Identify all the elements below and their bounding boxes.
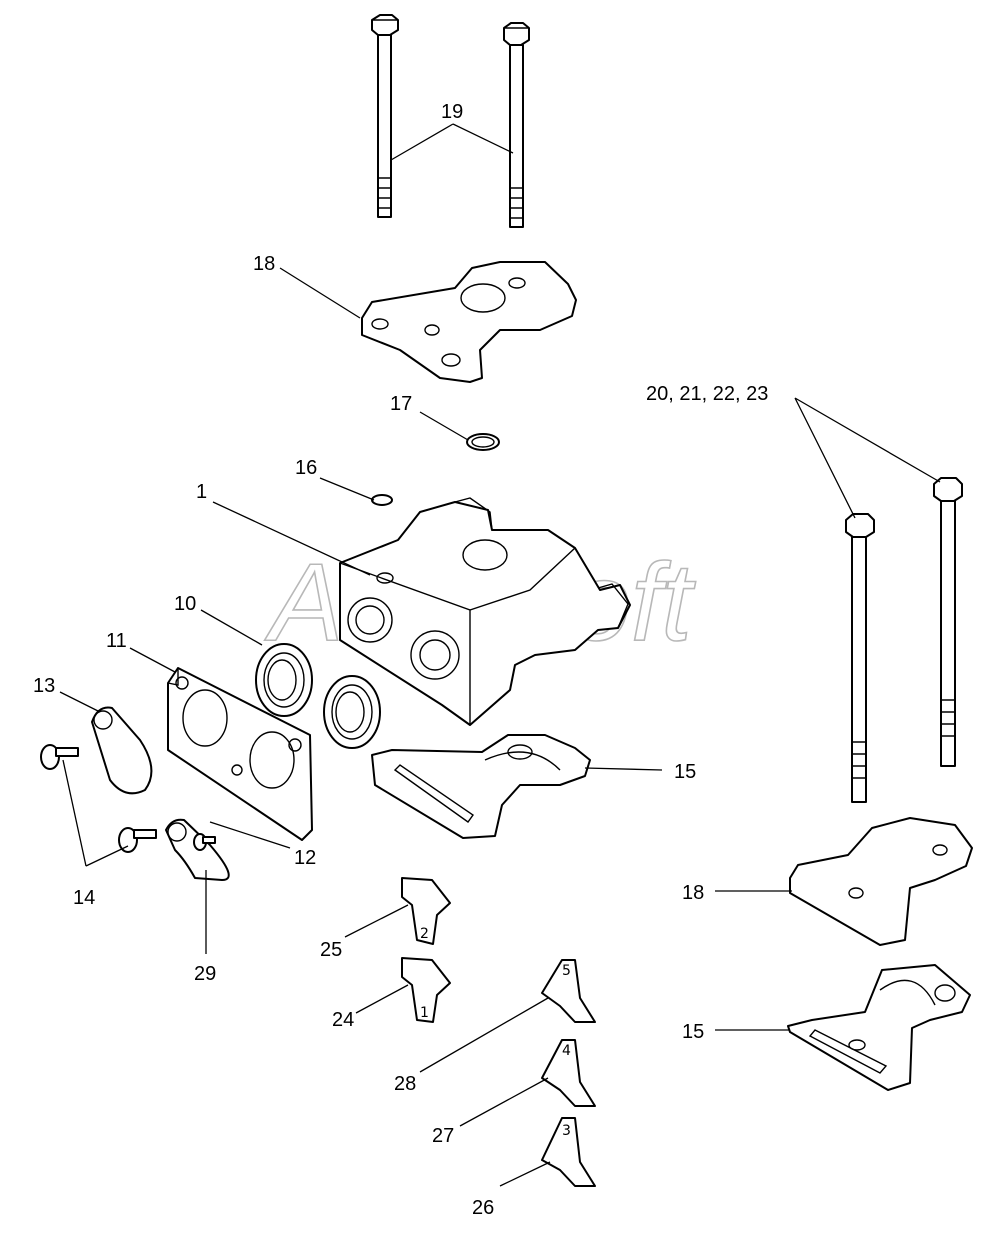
svg-text:4: 4 xyxy=(562,1043,571,1059)
svg-text:3: 3 xyxy=(562,1123,571,1139)
part-25-label-plate: 2 xyxy=(401,877,451,945)
bolt-left xyxy=(371,14,399,218)
bolt-right-tall xyxy=(933,477,963,767)
part-18-lower-bracket xyxy=(789,817,973,946)
part-18-upper-bracket xyxy=(361,261,577,383)
callout-18-lower: 18 xyxy=(682,882,704,904)
callout-17: 17 xyxy=(390,393,412,415)
callout-27: 27 xyxy=(432,1125,454,1147)
callout-15-middle: 15 xyxy=(674,761,696,783)
callout-11: 11 xyxy=(106,630,127,652)
callout-18-upper: 18 xyxy=(253,253,275,275)
callout-29: 29 xyxy=(194,963,216,985)
callout-16: 16 xyxy=(295,457,317,479)
part-20-23-bolts xyxy=(845,477,963,803)
part-15-gasket-lower xyxy=(787,964,971,1091)
part-17-o-ring-inner xyxy=(471,436,495,448)
part-24-label-plate: 1 xyxy=(401,957,451,1023)
svg-text:5: 5 xyxy=(562,963,571,979)
callout-24: 24 xyxy=(332,1009,354,1031)
callout-14: 14 xyxy=(73,887,95,909)
part-19-bolts xyxy=(371,14,530,228)
svg-text:1: 1 xyxy=(420,1005,429,1021)
callout-13: 13 xyxy=(33,675,55,697)
part-10-seals xyxy=(255,643,381,749)
part-26-label-plate: 3 xyxy=(541,1117,596,1187)
callout-19: 19 xyxy=(441,101,463,123)
part-11-cover-plate xyxy=(167,667,313,841)
part-16-o-ring xyxy=(371,494,393,506)
callout-20-23: 20, 21, 22, 23 xyxy=(646,383,768,405)
part-14-screws xyxy=(40,744,157,853)
callout-labels: 19 18 17 16 1 10 11 13 12 14 29 25 24 28… xyxy=(33,101,768,1219)
part-27-label-plate: 4 xyxy=(541,1039,596,1107)
part-28-label-plate: 5 xyxy=(541,959,596,1023)
callout-28: 28 xyxy=(394,1073,416,1095)
part-12-screw xyxy=(193,833,216,851)
callout-26: 26 xyxy=(472,1197,494,1219)
bolt-right-short xyxy=(845,513,875,803)
callout-25: 25 xyxy=(320,939,342,961)
callout-1: 1 xyxy=(196,481,207,503)
bolt-right xyxy=(503,22,530,228)
callout-15-lower: 15 xyxy=(682,1021,704,1043)
part-13-lever xyxy=(91,706,153,795)
leader-lines xyxy=(59,123,941,1187)
svg-text:2: 2 xyxy=(420,926,429,942)
callout-12: 12 xyxy=(294,847,316,869)
callout-10: 10 xyxy=(174,593,196,615)
part-15-gasket-middle xyxy=(371,734,591,839)
part-1-valve-body xyxy=(339,497,631,726)
